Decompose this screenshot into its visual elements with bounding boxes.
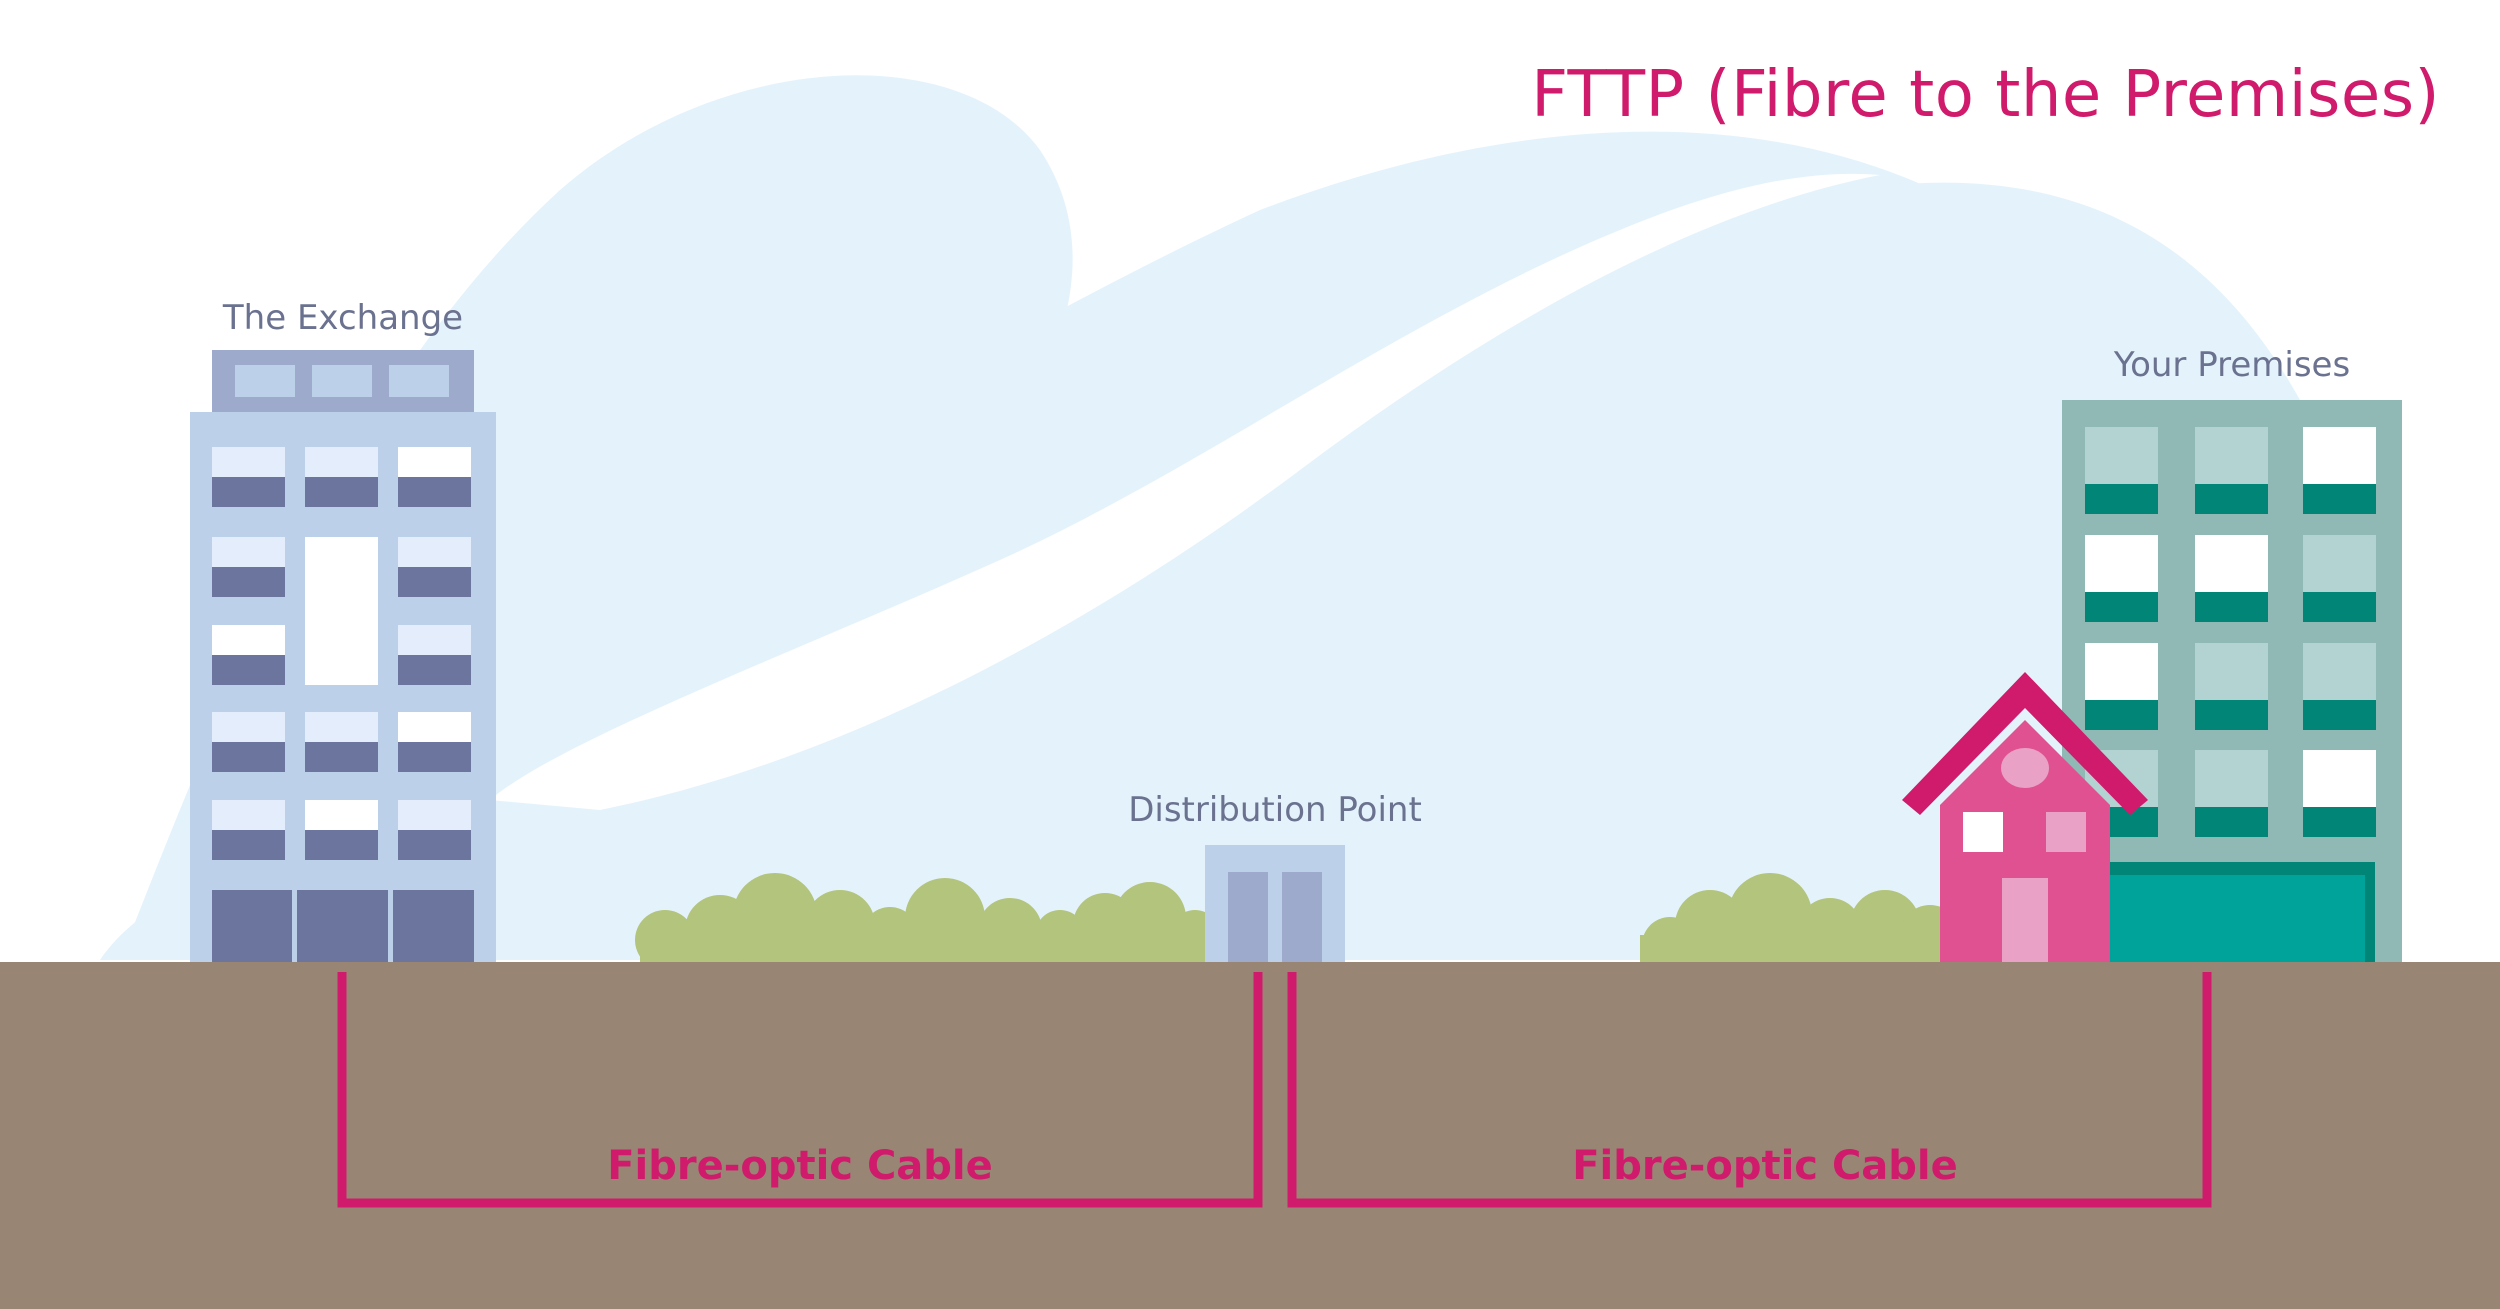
exchange-window-stripe (212, 830, 285, 860)
office-window-stripe (2195, 807, 2268, 837)
exchange-window (212, 712, 285, 742)
exchange-window-stripe (398, 567, 471, 597)
office-window-stripe (2195, 700, 2268, 730)
office-window (2195, 427, 2268, 484)
exchange-window (212, 537, 285, 567)
office-window (2085, 535, 2158, 592)
exchange-window (398, 447, 471, 477)
exchange-window-stripe (398, 742, 471, 772)
exchange-window-stripe (305, 477, 378, 507)
office-window-stripe (2303, 700, 2376, 730)
fibre-cable-right-line (1287, 972, 2212, 1208)
exchange-window (212, 447, 285, 477)
exchange-window-stripe (212, 477, 285, 507)
exchange-window (398, 712, 471, 742)
label-your-premises: Your Premises (2113, 345, 2351, 385)
bush-left (635, 873, 1220, 970)
exchange-window (305, 712, 378, 742)
office-window (2303, 750, 2376, 807)
office-window (2195, 643, 2268, 700)
office-window (2195, 750, 2268, 807)
exchange-window-stripe (398, 830, 471, 860)
exchange-window (398, 800, 471, 830)
exchange-window-stripe (398, 477, 471, 507)
exchange-window (398, 625, 471, 655)
exchange-building (190, 350, 496, 965)
premises-house (1902, 672, 2148, 965)
office-window-stripe (2085, 592, 2158, 622)
office-window-stripe (2303, 807, 2376, 837)
office-window-stripe (2195, 484, 2268, 514)
exchange-window-stripe (212, 742, 285, 772)
office-window-stripe (2085, 484, 2158, 514)
exchange-window (212, 625, 285, 655)
distribution-cabinet (1205, 845, 1345, 965)
office-window (2303, 427, 2376, 484)
premises-office-building (2062, 400, 2402, 965)
exchange-window-stripe (305, 742, 378, 772)
office-window (2195, 535, 2268, 592)
exchange-window-stripe (212, 655, 285, 685)
office-window (2085, 427, 2158, 484)
office-window-stripe (2303, 592, 2376, 622)
exchange-window (305, 800, 378, 830)
office-window (2085, 643, 2158, 700)
fibre-cable-left-line (337, 972, 1263, 1208)
label-exchange: The Exchange (222, 298, 464, 338)
label-fibre-cable-right: Fibre-optic Cable (1572, 1143, 1958, 1189)
exchange-window-stripe (305, 830, 378, 860)
page-title: FTTP (Fibre to the Premises) (1531, 58, 2440, 132)
office-window-stripe (2085, 700, 2158, 730)
office-window (2303, 643, 2376, 700)
exchange-window (212, 800, 285, 830)
office-window-stripe (2195, 592, 2268, 622)
label-fibre-cable-left: Fibre-optic Cable (607, 1143, 993, 1189)
label-distribution-point: Distribution Point (1128, 790, 1422, 830)
ground (0, 962, 2500, 1309)
exchange-window-stripe (398, 655, 471, 685)
office-window (2303, 535, 2376, 592)
exchange-window (305, 447, 378, 477)
sky-swirl (490, 173, 1880, 811)
exchange-window-stripe (212, 567, 285, 597)
exchange-window (398, 537, 471, 567)
office-window-stripe (2303, 484, 2376, 514)
